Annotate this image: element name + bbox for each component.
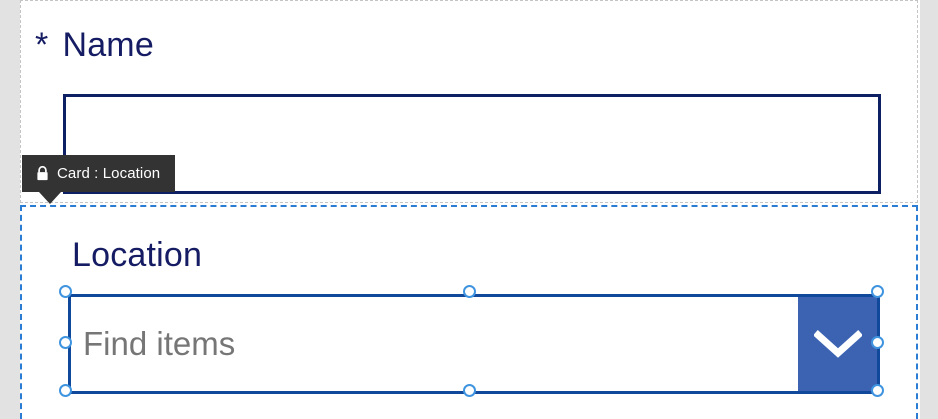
- name-label-text: Name: [62, 26, 154, 64]
- handle-top-middle[interactable]: [463, 285, 476, 298]
- location-dropdown-button[interactable]: [798, 297, 877, 391]
- lock-icon: [36, 166, 49, 181]
- chevron-down-icon: [813, 329, 862, 359]
- card-name[interactable]: * Name: [20, 0, 918, 203]
- handle-middle-right[interactable]: [871, 336, 884, 349]
- handle-top-right[interactable]: [871, 285, 884, 298]
- card-badge-text: Card : Location: [57, 165, 161, 182]
- location-combobox-placeholder: Find items: [83, 325, 236, 362]
- card-badge: Card : Location: [22, 155, 176, 192]
- required-asterisk: *: [35, 26, 49, 64]
- handle-middle-left[interactable]: [59, 336, 72, 349]
- name-field-label: * Name: [35, 25, 154, 65]
- location-field-label: Location: [72, 236, 203, 274]
- name-input[interactable]: [63, 94, 881, 194]
- handle-bottom-left[interactable]: [59, 384, 72, 397]
- handle-bottom-middle[interactable]: [463, 384, 476, 397]
- handle-bottom-right[interactable]: [871, 384, 884, 397]
- card-badge-arrow: [39, 192, 61, 204]
- handle-top-left[interactable]: [59, 285, 72, 298]
- location-combobox[interactable]: Find items: [68, 294, 880, 394]
